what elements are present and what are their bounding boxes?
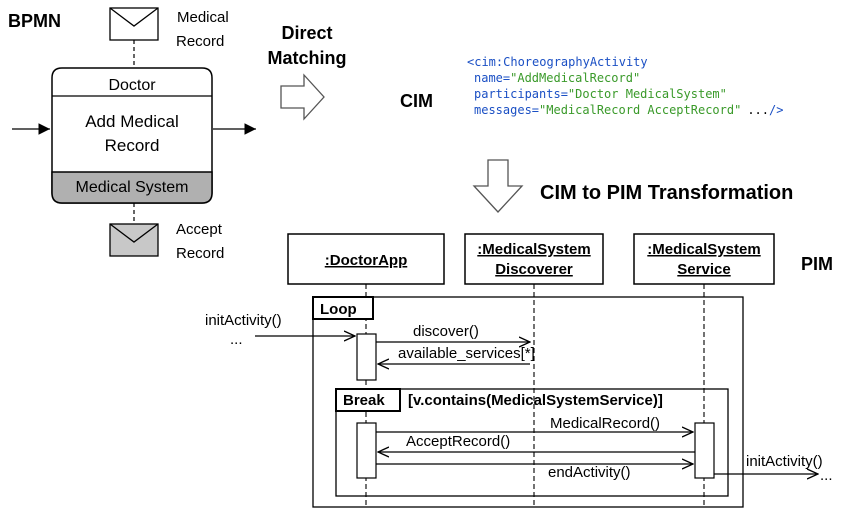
lifeline-head-discoverer <box>464 233 604 285</box>
task-name-line1: Add Medical <box>85 112 179 131</box>
cim-val-name: "AddMedicalRecord" <box>510 71 640 85</box>
bpmn-title: BPMN <box>8 11 61 31</box>
cim-code-line-participants: participants="Doctor MedicalSystem" <box>474 87 727 101</box>
choreography-task <box>51 67 213 204</box>
msg-medical-record-label: MedicalRecord() <box>550 415 660 432</box>
direct-matching-arrow-icon <box>280 73 325 121</box>
lifeline-service-label-line1: :MedicalSystem <box>647 241 760 258</box>
lifeline-doctorapp-label: :DoctorApp <box>325 252 408 269</box>
loop-fragment-label: Loop <box>320 301 357 318</box>
loop-fragment-tag <box>312 296 374 320</box>
cim-code-tag: <cim:ChoreographyActivity <box>467 55 648 69</box>
msg-init-activity-in-label: initActivity() <box>205 312 282 329</box>
lifeline-head-service <box>633 233 775 285</box>
cim-val-messages: "MedicalRecord AcceptRecord" <box>539 103 741 117</box>
msg-available-services-label: available_services[*] <box>398 345 535 362</box>
lifeline-discoverer-label-line1: :MedicalSystem <box>477 241 590 258</box>
activation-doctorapp-2 <box>356 422 377 479</box>
message-top-label-line2: Record <box>176 33 224 50</box>
direct-matching-line1: Direct <box>281 23 332 43</box>
cim-attr-participants: participants= <box>474 87 568 101</box>
message-envelope-bottom-icon <box>109 223 159 257</box>
cim-attr-name: name= <box>474 71 510 85</box>
cim-label: CIM <box>400 91 433 111</box>
message-envelope-top-icon <box>109 7 159 41</box>
lifeline-service-label-line2: Service <box>677 261 730 278</box>
loop-fragment <box>312 296 744 508</box>
task-footer-participant: Medical System <box>76 179 189 196</box>
cim-val-participants: "Doctor MedicalSystem" <box>568 87 727 101</box>
message-top-label-line1: Medical <box>177 9 229 26</box>
cim-code-ellipsis: ... <box>747 103 769 117</box>
message-bottom-label-line1: Accept <box>176 221 223 238</box>
cim-code-close: /> <box>769 103 783 117</box>
break-fragment-label: Break <box>343 392 385 409</box>
cim-code-line-messages: messages="MedicalRecord AcceptRecord"...… <box>474 103 783 117</box>
direct-matching-line2: Matching <box>268 48 347 68</box>
cim-code-line-name: name="AddMedicalRecord" <box>474 71 640 85</box>
msg-discover-label: discover() <box>413 323 479 340</box>
msg-init-activity-in-dots: ... <box>230 331 243 348</box>
activation-service <box>694 422 715 479</box>
activation-doctorapp-1 <box>356 333 377 381</box>
message-bottom-label-line2: Record <box>176 245 224 262</box>
pim-label: PIM <box>801 254 833 274</box>
break-fragment-tag <box>335 388 401 412</box>
msg-init-activity-out-label: initActivity() <box>746 453 823 470</box>
msg-init-activity-out-dots: ... <box>820 467 833 484</box>
cim-attr-messages: messages= <box>474 103 539 117</box>
transformation-label: CIM to PIM Transformation <box>540 182 793 204</box>
task-name-line2: Record <box>105 136 160 155</box>
msg-accept-record-label: AcceptRecord() <box>406 433 510 450</box>
lifeline-discoverer-label-line2: Discoverer <box>495 261 573 278</box>
transformation-down-arrow-icon <box>472 159 524 213</box>
break-fragment <box>335 388 729 497</box>
cim-code-block: <cim:ChoreographyActivity name="AddMedic… <box>467 55 783 117</box>
break-guard-condition: [v.contains(MedicalSystemService)] <box>408 392 663 409</box>
task-header-participant: Doctor <box>108 77 156 94</box>
msg-end-activity-label: endActivity() <box>548 464 631 481</box>
